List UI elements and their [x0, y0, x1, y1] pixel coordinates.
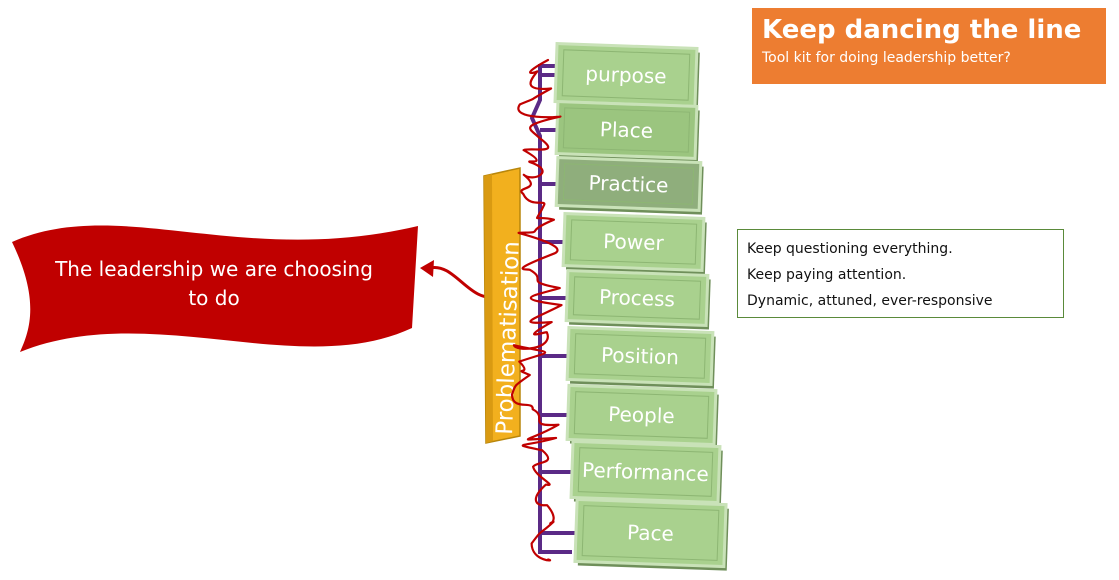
- step-box: [573, 497, 728, 569]
- step-box: [565, 383, 718, 447]
- step-position: Position: [565, 325, 716, 389]
- problematisation-spine: Problematisation: [483, 167, 525, 444]
- step-place: Place: [554, 100, 700, 163]
- step-label: Position: [601, 343, 680, 370]
- arrowhead-left: [420, 260, 434, 277]
- step-label: Practice: [588, 171, 669, 198]
- step-box: [569, 439, 722, 505]
- purple-bracket: [529, 64, 572, 554]
- title-box: Keep dancing the line Tool kit for doing…: [752, 8, 1106, 84]
- note-line-2: Keep paying attention.: [747, 267, 907, 283]
- title-heading: Keep dancing the line: [762, 15, 1082, 45]
- step-pace: Pace: [573, 497, 729, 571]
- step-box: [564, 269, 710, 327]
- note-line-1: Keep questioning everything.: [747, 241, 953, 257]
- step-box: [554, 155, 703, 213]
- step-group: purposePlacePracticePowerProcessPosition…: [553, 42, 729, 571]
- leadership-banner: [12, 225, 418, 352]
- step-label: Process: [599, 285, 676, 312]
- step-label: Pace: [627, 520, 675, 546]
- step-label: People: [608, 402, 675, 428]
- step-box: [554, 100, 699, 160]
- step-label: Place: [600, 117, 654, 143]
- step-process: Process: [564, 269, 711, 330]
- step-purpose: purpose: [553, 42, 700, 111]
- step-box: [565, 325, 715, 387]
- notes-box: Keep questioning everything. Keep paying…: [737, 229, 1064, 318]
- step-people: People: [565, 383, 719, 449]
- step-label: Power: [603, 229, 665, 255]
- note-line-3: Dynamic, attuned, ever-responsive: [747, 293, 993, 309]
- red-scribble: [510, 58, 563, 562]
- step-practice: Practice: [554, 155, 704, 215]
- title-subheading: Tool kit for doing leadership better?: [762, 50, 1011, 66]
- banner-line-1: The leadership we are choosing: [54, 257, 373, 281]
- step-label: Performance: [582, 458, 710, 486]
- step-box: [561, 212, 706, 272]
- banner-line-2: to do: [188, 286, 239, 310]
- step-performance: Performance: [569, 439, 723, 507]
- step-label: purpose: [585, 62, 667, 89]
- step-power: Power: [561, 212, 707, 275]
